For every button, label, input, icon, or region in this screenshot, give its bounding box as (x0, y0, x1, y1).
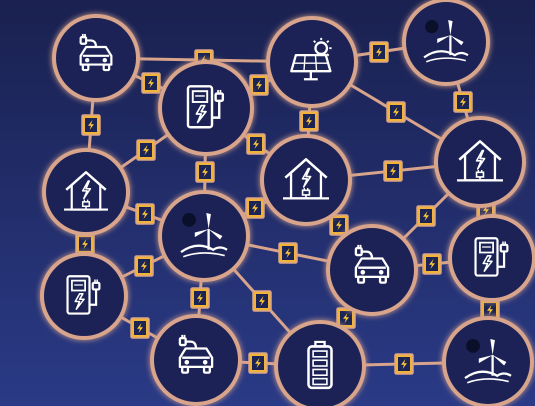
node-house-left (42, 148, 130, 236)
energy-badge (190, 287, 210, 309)
energy-badge (130, 317, 150, 339)
energy-badge (422, 253, 442, 275)
node-ev-car-bottom (150, 314, 242, 406)
energy-badge (81, 114, 101, 136)
energy-badge (329, 214, 349, 236)
energy-badge (246, 133, 266, 155)
node-charger-top (158, 60, 254, 156)
node-wind-top-right (402, 0, 490, 86)
energy-badge (336, 307, 356, 329)
energy-badge (252, 290, 272, 312)
energy-badge (75, 233, 95, 255)
energy-badge (299, 110, 319, 132)
node-charger-left (40, 252, 128, 340)
energy-badge (453, 91, 473, 113)
energy-badge (136, 139, 156, 161)
energy-badge (245, 197, 265, 219)
node-charger-right (448, 214, 535, 302)
energy-badge (383, 160, 403, 182)
badges-layer (75, 41, 500, 375)
node-house-center (260, 134, 352, 226)
node-solar-top (266, 16, 358, 108)
energy-badge (195, 161, 215, 183)
node-house-right (434, 116, 526, 208)
energy-badge (249, 74, 269, 96)
node-ev-car-center (326, 224, 418, 316)
node-ev-car-top-left (52, 14, 140, 102)
node-wind-center (158, 190, 250, 282)
energy-badge (134, 255, 154, 277)
nodes-layer (40, 0, 535, 406)
energy-badge (141, 72, 161, 94)
energy-badge (248, 352, 268, 374)
energy-badge (386, 101, 406, 123)
energy-badge (369, 41, 389, 63)
energy-badge (278, 242, 298, 264)
energy-badge (135, 203, 155, 225)
node-battery-bottom (274, 320, 366, 406)
node-wind-bottom-right (442, 316, 534, 406)
energy-badge (394, 353, 414, 375)
energy-badge (416, 205, 436, 227)
